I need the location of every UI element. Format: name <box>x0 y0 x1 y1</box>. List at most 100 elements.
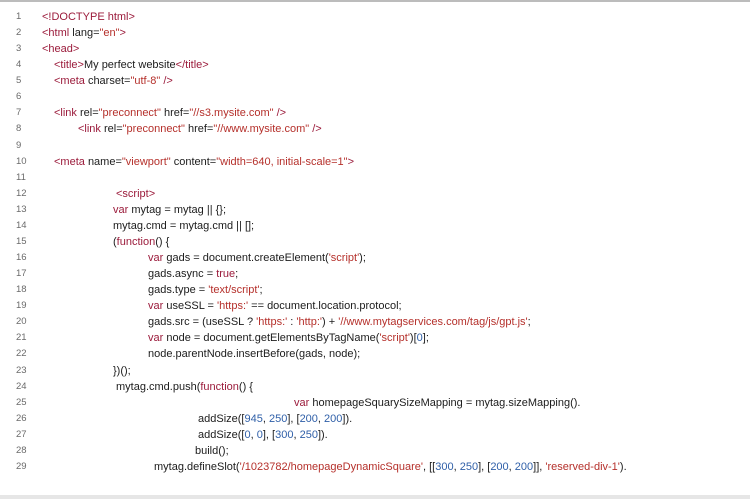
code-token: 250 <box>459 460 479 473</box>
code-text: mytag.defineSlot('/1023782/homepageDynam… <box>154 459 627 475</box>
code-token: ; <box>235 268 239 281</box>
code-text: var gads = document.createElement('scrip… <box>148 250 366 266</box>
code-line: 15(function() { <box>0 234 750 250</box>
code-token: true <box>216 268 236 281</box>
code-token: <link <box>54 107 80 120</box>
code-token: "preconnect" <box>98 107 161 120</box>
line-number: 21 <box>16 332 27 344</box>
code-token: 'reserved-div-1' <box>545 460 620 473</box>
code-text: build(); <box>195 443 229 459</box>
code-token: href= <box>184 123 214 136</box>
code-text: gads.src = (useSSL ? 'https:' : 'http:')… <box>148 314 531 330</box>
code-token: 250 <box>299 428 318 441</box>
code-token: 0 <box>244 428 251 441</box>
code-token: addSize([ <box>198 412 245 425</box>
code-token: "utf-8" <box>130 75 161 88</box>
code-line: 20 gads.src = (useSSL ? 'https:' : 'http:… <box>0 314 750 330</box>
code-token: var <box>113 203 132 216</box>
line-number: 24 <box>16 380 27 392</box>
code-text: var homepageSquarySizeMapping = mytag.si… <box>294 395 580 411</box>
line-number: 26 <box>16 412 27 424</box>
code-token: charset= <box>87 75 131 88</box>
code-token: '/1023782/homepageDynamicSquare' <box>239 460 423 473</box>
code-token: "en" <box>99 27 120 40</box>
code-token: function <box>200 380 239 393</box>
code-token: gads.async = <box>148 268 217 281</box>
line-number: 29 <box>16 460 27 472</box>
code-token: 945 <box>244 412 263 425</box>
code-token: 'text/script' <box>208 284 260 297</box>
code-token: > <box>347 155 355 168</box>
code-token: "//s3.mysite.com" <box>189 107 274 120</box>
code-token: mytag.cmd = mytag.cmd || []; <box>113 219 255 232</box>
code-token: ; <box>259 284 263 297</box>
code-token: () { <box>155 235 170 248</box>
line-number: 20 <box>16 316 27 328</box>
line-number: 15 <box>16 235 27 247</box>
code-token: var <box>148 332 167 345</box>
code-line: 7<link rel="preconnect" href="//s3.mysit… <box>0 105 750 121</box>
code-token: ]; <box>422 332 429 345</box>
code-text: <!DOCTYPE html> <box>42 9 135 25</box>
code-text: <title>My perfect website</title> <box>54 57 209 73</box>
code-token: ]). <box>317 428 328 441</box>
code-text: gads.type = 'text/script'; <box>148 282 263 298</box>
code-text: <script> <box>116 186 155 202</box>
code-text: addSize([945, 250], [200, 200]). <box>198 411 352 427</box>
code-token: ]], <box>533 460 546 473</box>
code-token: /> <box>160 75 173 88</box>
code-token: "//www.mysite.com" <box>213 123 310 136</box>
code-token: gads.src = (useSSL ? <box>148 316 257 329</box>
line-number: 27 <box>16 428 27 440</box>
code-text: var node = document.getElementsByTagName… <box>148 330 429 346</box>
line-number: 10 <box>16 155 27 167</box>
code-token: <title> <box>54 59 84 72</box>
line-number: 22 <box>16 348 27 360</box>
code-line: 12 <script> <box>0 186 750 202</box>
code-token: homepageSquarySizeMapping = mytag.sizeMa… <box>312 396 581 409</box>
code-line: 6 <box>0 89 750 105</box>
code-token: 0 <box>416 332 423 345</box>
line-number: 12 <box>16 187 27 199</box>
code-token: "preconnect" <box>122 123 185 136</box>
code-token: <link <box>78 123 104 136</box>
code-token: build(); <box>195 444 229 457</box>
code-token: ) + <box>322 316 339 329</box>
line-number: 18 <box>16 284 27 296</box>
code-line: 23})(); <box>0 363 750 379</box>
code-token: addSize([ <box>198 428 245 441</box>
code-token: 'script' <box>379 332 410 345</box>
code-token: var <box>294 396 313 409</box>
code-token: <head> <box>42 43 80 56</box>
code-text: <meta name="viewport" content="width=640… <box>54 154 354 170</box>
line-number: 19 <box>16 300 27 312</box>
code-token: () { <box>238 380 253 393</box>
code-token: rel= <box>104 123 123 136</box>
code-token: 'https:' <box>217 300 249 313</box>
line-number: 13 <box>16 203 27 215</box>
code-token: var <box>148 252 167 265</box>
code-token: 200 <box>514 460 534 473</box>
code-token: <meta <box>54 75 88 88</box>
code-token: </title> <box>175 59 209 72</box>
code-token: node = document.getElementsByTagName( <box>166 332 380 345</box>
code-token: <!DOCTYPE html> <box>42 11 135 23</box>
code-token: )[ <box>409 332 417 345</box>
code-token: ]). <box>342 412 353 425</box>
code-token: , <box>262 412 269 425</box>
line-number: 14 <box>16 219 27 231</box>
bottom-border <box>0 495 750 499</box>
code-token: , <box>453 460 460 473</box>
code-token: "viewport" <box>121 155 171 168</box>
code-text: <link rel="preconnect" href="//s3.mysite… <box>54 105 286 121</box>
code-token: name= <box>87 155 122 168</box>
code-token: rel= <box>80 107 99 120</box>
code-line: 11 <box>0 170 750 186</box>
code-token: 'script' <box>328 252 360 265</box>
